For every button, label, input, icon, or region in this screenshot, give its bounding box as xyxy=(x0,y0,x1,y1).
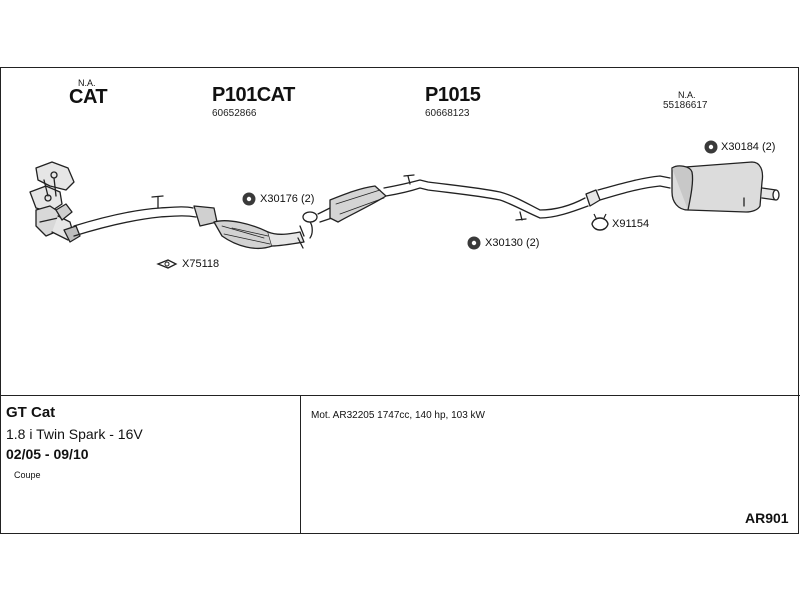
rubber-mount-x30176-icon[interactable] xyxy=(242,192,256,206)
vehicle-model: GT Cat xyxy=(6,404,56,421)
pipe-joint-x91154[interactable] xyxy=(585,189,601,207)
rear-part-number: 55186617 xyxy=(663,100,708,111)
diagram-code: AR901 xyxy=(745,510,789,526)
gasket-x30176-inline[interactable] xyxy=(302,211,318,223)
pipe-flange[interactable] xyxy=(193,205,218,227)
info-divider xyxy=(0,395,800,396)
x91154-label: X91154 xyxy=(612,218,650,230)
p1015-part-number: 60668123 xyxy=(425,108,470,119)
rear-muffler[interactable] xyxy=(671,161,780,213)
gasket-x75118-icon[interactable] xyxy=(156,259,178,269)
diagram-frame xyxy=(0,67,799,534)
vehicle-body: Coupe xyxy=(14,470,41,480)
p101cat-part-number: 60652866 xyxy=(212,108,257,119)
rubber-mount-x30184-icon[interactable] xyxy=(704,140,718,154)
vehicle-engine: 1.8 i Twin Spark - 16V xyxy=(6,426,143,442)
rubber-mount-x30130-icon[interactable] xyxy=(467,236,481,250)
cat-part-label[interactable]: CAT xyxy=(69,86,108,108)
motor-info: Mot. AR32205 1747cc, 140 hp, 103 kW xyxy=(311,410,485,421)
p101cat-part-label[interactable]: P101CAT xyxy=(212,84,295,106)
rear-na-label: N.A. xyxy=(678,90,696,100)
clamp-x91154-icon[interactable] xyxy=(591,213,609,231)
x30130-label: X30130 (2) xyxy=(485,237,540,249)
info-column-divider xyxy=(300,396,301,534)
p101cat-catalyst[interactable] xyxy=(213,220,313,250)
x30184-label: X30184 (2) xyxy=(721,141,776,153)
manifold-catalyst[interactable] xyxy=(29,161,81,243)
p1015-middle-pipe[interactable] xyxy=(317,174,589,223)
x75118-label: X75118 xyxy=(182,258,220,270)
x30176-label: X30176 (2) xyxy=(260,193,315,205)
p1015-part-label[interactable]: P1015 xyxy=(425,84,481,106)
cat-na-label: N.A. xyxy=(78,78,96,88)
vehicle-years: 02/05 - 09/10 xyxy=(6,446,89,462)
